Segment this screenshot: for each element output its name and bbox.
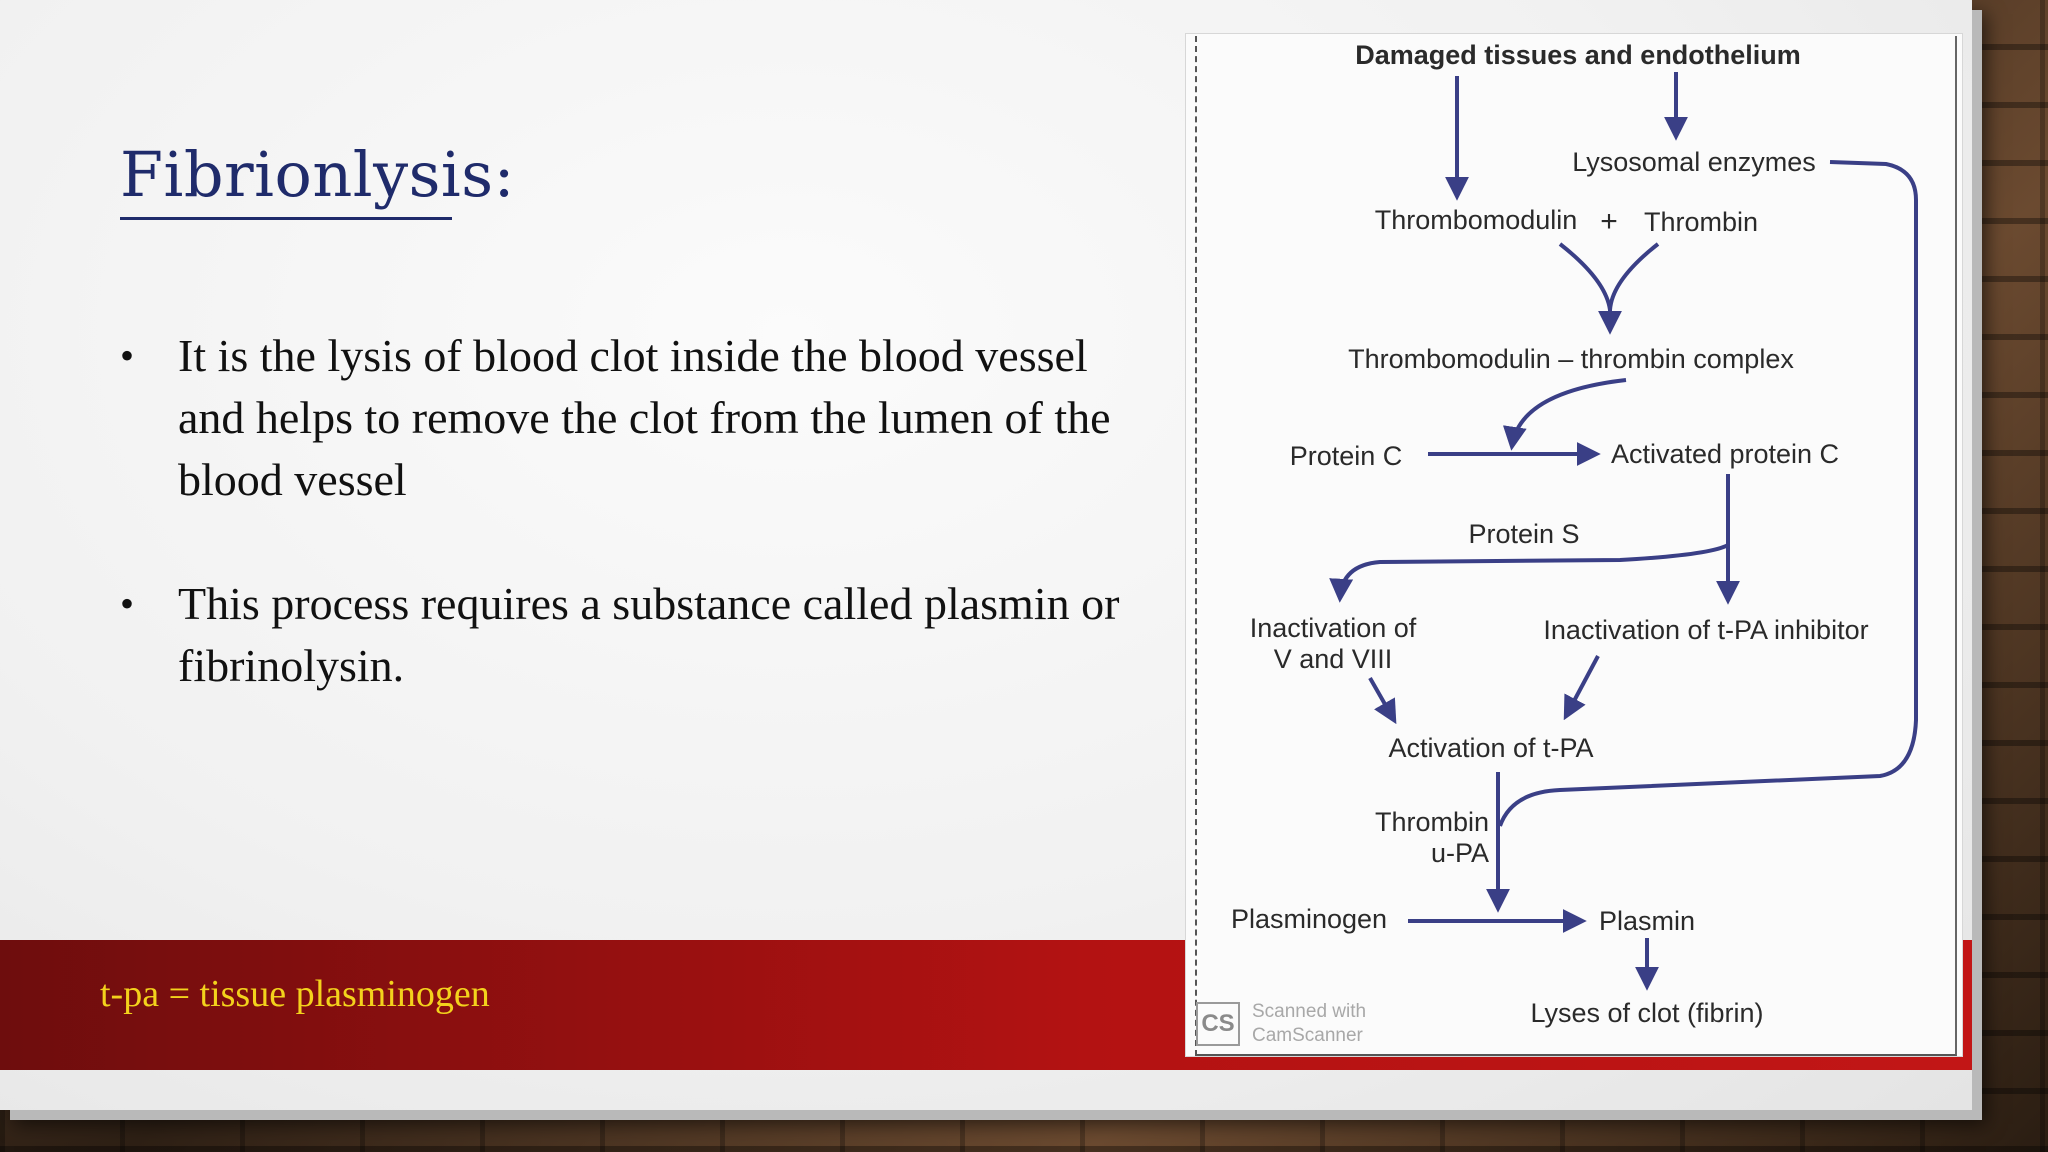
- bullet-text: It is the lysis of blood clot inside the…: [178, 330, 1111, 505]
- arrow-protein-s-to-inactivation-v: [1329, 543, 1729, 603]
- node-inactivation-tpa-inhibitor: Inactivation of t-PA inhibitor: [1543, 615, 1868, 645]
- arrow-complex-to-protein-c-line: [1502, 378, 1627, 451]
- diagram-border: [1195, 36, 1957, 1056]
- bullet-item: • It is the lysis of blood clot inside t…: [110, 325, 1120, 511]
- arrow-thrombomodulin-to-complex-left: [1558, 242, 1612, 311]
- arrow-inhibitor-to-activation-tpa: [1563, 655, 1600, 721]
- title-underline: [120, 217, 452, 220]
- bullet-dot-icon: •: [120, 581, 135, 626]
- bullet-dot-icon: •: [120, 333, 135, 378]
- node-lysosomal: Lysosomal enzymes: [1572, 147, 1816, 177]
- node-thrombin-2: Thrombin: [1375, 807, 1489, 837]
- bullet-item: • This process requires a substance call…: [110, 573, 1120, 697]
- arrow-thrombin-to-complex-right: [1608, 242, 1660, 311]
- arrow-inactivation-v-to-activation-tpa: [1368, 677, 1397, 725]
- node-protein-s: Protein S: [1468, 519, 1579, 549]
- node-thrombomodulin: Thrombomodulin: [1375, 205, 1578, 235]
- scanner-watermark: Scanned with CamScanner: [1252, 1000, 1392, 1048]
- node-activation-tpa: Activation of t-PA: [1388, 733, 1593, 763]
- bullet-text: This process requires a substance called…: [178, 578, 1120, 691]
- node-thrombin: Thrombin: [1644, 207, 1758, 237]
- footer-note: t-pa = tissue plasminogen: [100, 973, 490, 1015]
- node-plus: +: [1600, 205, 1618, 238]
- watermark-line-2: CamScanner: [1252, 1025, 1363, 1046]
- node-protein-c: Protein C: [1290, 441, 1403, 471]
- arrow-lysosomal-to-plasmin-path: [1498, 160, 1918, 827]
- camscanner-logo-icon: CS: [1196, 1002, 1240, 1046]
- bullet-list: • It is the lysis of blood clot inside t…: [110, 325, 1120, 759]
- node-plasminogen: Plasminogen: [1231, 904, 1387, 934]
- node-activated-protein-c: Activated protein C: [1611, 439, 1839, 469]
- node-lyses-of-clot: Lyses of clot (fibrin): [1530, 998, 1763, 1028]
- watermark-line-1: Scanned with: [1252, 1001, 1367, 1022]
- node-upa: u-PA: [1431, 838, 1489, 868]
- node-inactivation-v-line1: Inactivation of: [1250, 613, 1417, 643]
- node-damaged: Damaged tissues and endothelium: [1355, 40, 1801, 70]
- node-complex: Thrombomodulin – thrombin complex: [1348, 344, 1794, 374]
- diagram-image: [1186, 34, 1962, 1056]
- slide-title: Fibrionlysis:: [120, 138, 515, 211]
- node-plasmin: Plasmin: [1599, 906, 1695, 936]
- node-inactivation-v-line2: V and VIII: [1274, 644, 1393, 674]
